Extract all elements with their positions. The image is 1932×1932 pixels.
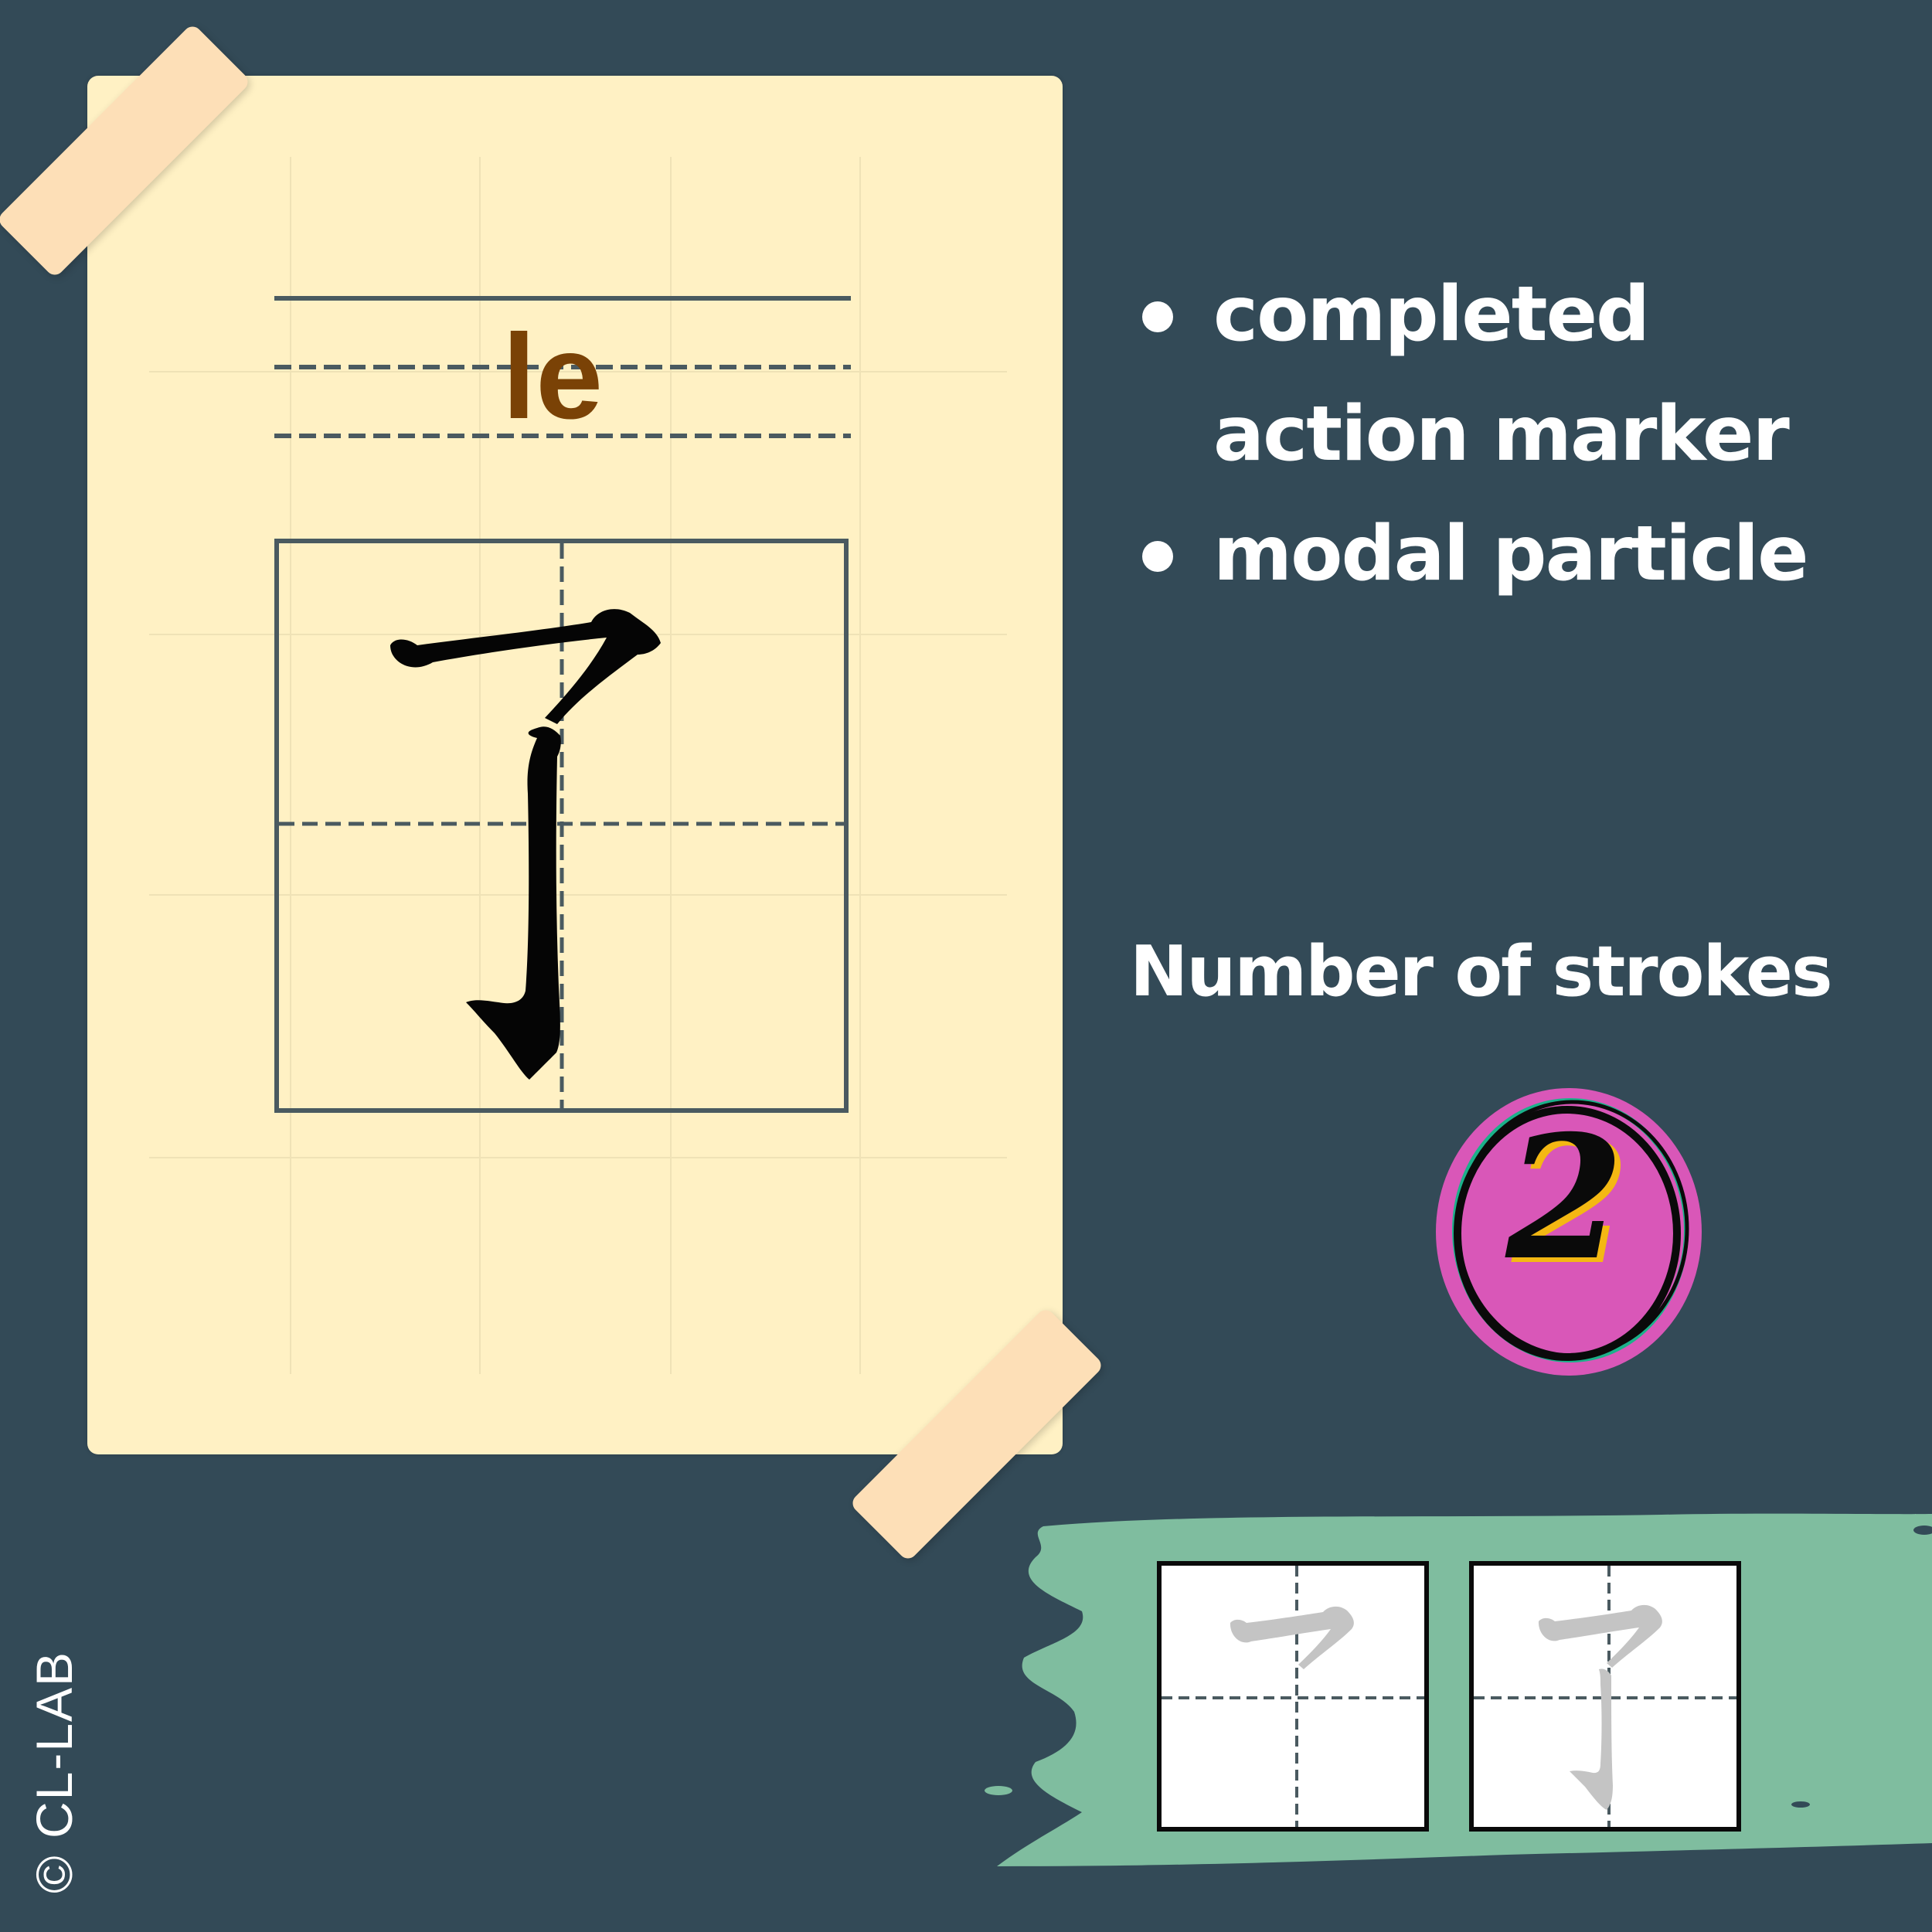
- stroke-step-1: [1157, 1561, 1429, 1832]
- stroke-order-swash: [985, 1513, 1932, 1866]
- pinyin-text: le: [502, 310, 604, 444]
- stroke-step-2: [1469, 1561, 1741, 1832]
- meaning-text-1: completed action marker: [1213, 270, 1790, 478]
- pinyin-guide-lines: [274, 296, 851, 438]
- character-grid-box: [274, 539, 849, 1113]
- character-card: [87, 76, 1063, 1454]
- bullet-dot: [1142, 541, 1173, 572]
- meaning-text-2: modal particle: [1213, 510, 1809, 598]
- meanings-list: completed action marker modal particle: [1128, 255, 1917, 614]
- stroke-1-glyph: [1230, 1606, 1354, 1669]
- stroke-count-number: 2: [1505, 1097, 1624, 1298]
- strokes-label: Number of strokes: [1130, 931, 1833, 1012]
- stroke-count-badge: [1436, 1088, 1702, 1376]
- meaning-item-1: completed action marker: [1128, 255, 1917, 495]
- meaning-item-2: modal particle: [1128, 495, 1917, 614]
- stroke-2-glyph: [1538, 1604, 1662, 1810]
- copyright-text: © CL-LAB: [26, 1650, 83, 1893]
- character-glyph: [390, 609, 661, 1080]
- bullet-dot: [1142, 301, 1173, 332]
